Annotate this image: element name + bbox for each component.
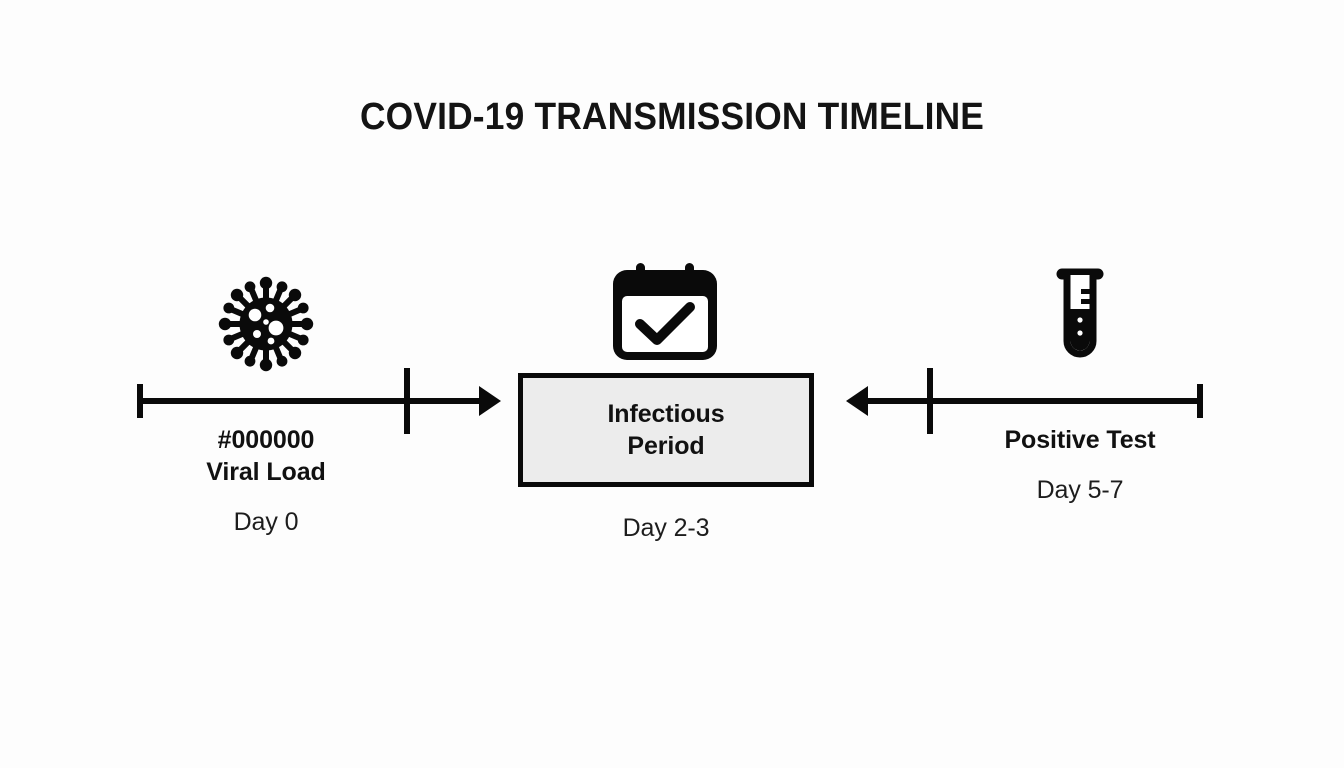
infectious-period-day-block: Day 2-3 [516,514,816,543]
test-tube-icon [1050,265,1110,370]
timeline-left-axis [137,398,482,404]
infectious-period-label-line-1: Infectious [607,400,725,428]
timeline-right-endcap [1197,384,1203,418]
viral-load-label-block: #000000 Viral Load Day 0 [116,424,416,537]
page-title: COVID-19 TRANSMISSION TIMELINE [359,96,985,138]
positive-test-label-block: Positive Test Day 5-7 [930,424,1230,505]
calendar-check-icon [610,263,720,368]
viral-load-title: Viral Load [206,458,326,486]
arrow-right-icon [479,386,501,416]
timeline-right-tick [927,368,933,434]
infectious-period-box: Infectious Period [518,373,814,487]
positive-test-day: Day 5-7 [1036,476,1124,504]
infectious-period-label-line-2: Period [627,432,705,460]
virus-icon [214,272,318,381]
timeline-right-axis [866,398,1203,404]
viral-load-day: Day 0 [233,508,299,536]
viral-load-code: #000000 [217,426,315,454]
arrow-left-icon [846,386,868,416]
infectious-period-day: Day 2-3 [622,514,710,542]
timeline-left-tick [404,368,410,434]
positive-test-title: Positive Test [1004,426,1156,454]
